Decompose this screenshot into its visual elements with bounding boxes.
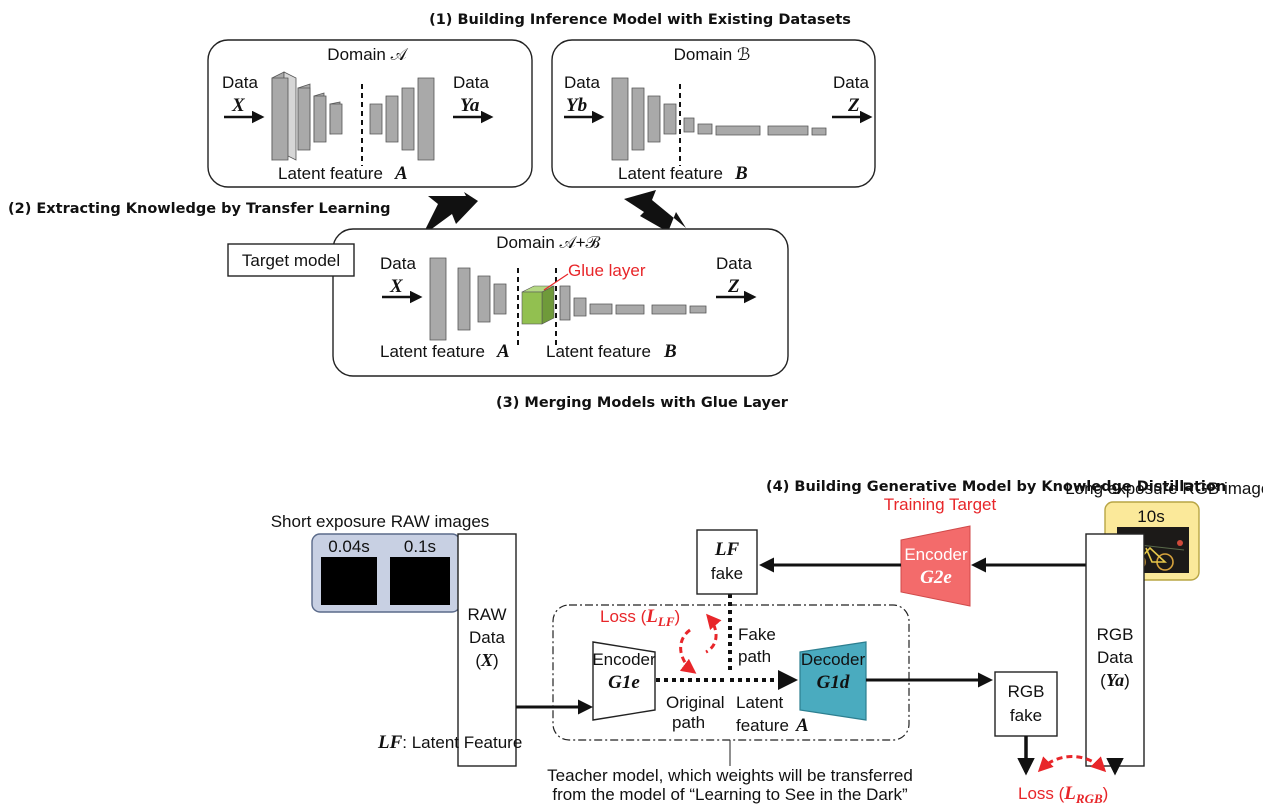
rgb-time: 10s bbox=[1137, 507, 1164, 526]
domain-a-latent-label: Latent feature bbox=[278, 164, 383, 183]
domain-b-title: Domain ℬ bbox=[674, 45, 751, 64]
merged-output-label: Data bbox=[716, 254, 752, 273]
merged-latent-a-label: Latent feature bbox=[380, 342, 485, 361]
domain-b-input-var: Yb bbox=[566, 95, 587, 116]
domain-a-network bbox=[271, 71, 435, 166]
target-model-box bbox=[227, 243, 355, 277]
lf-legend: LF: Latent Feature bbox=[377, 732, 522, 753]
rgb-data-line1: RGB bbox=[1097, 625, 1134, 644]
domain-a-input-var: X bbox=[231, 95, 246, 116]
fake-path-line1: Fake bbox=[738, 625, 776, 644]
decoder-g1d bbox=[799, 641, 867, 721]
merged-title: Domain 𝒜+ℬ bbox=[496, 233, 600, 252]
rgb-data-line2: Data bbox=[1097, 648, 1133, 667]
domain-a-latent-var: A bbox=[394, 163, 408, 184]
domain-b-panel: Domain ℬ Data Yb Data Z Latent feature B bbox=[551, 39, 876, 188]
domain-b-output-label: Data bbox=[833, 73, 869, 92]
loss-rgb-curve bbox=[1037, 755, 1107, 773]
glue-pointer bbox=[543, 273, 569, 291]
rgb-data-var: (Ya) bbox=[1100, 670, 1130, 690]
section2-title: (2) Extracting Knowledge by Transfer Lea… bbox=[8, 201, 391, 217]
domain-a-output-var: Ya bbox=[460, 95, 480, 116]
original-path-line2: path bbox=[672, 713, 705, 732]
raw-image-1 bbox=[321, 557, 377, 605]
merged-latent-a-var: A bbox=[496, 341, 510, 362]
glue-layer-label: Glue layer bbox=[568, 261, 646, 280]
merged-input-var: X bbox=[389, 276, 404, 297]
raw-time-2: 0.1s bbox=[404, 537, 436, 556]
encoder-g1e bbox=[592, 641, 656, 721]
loss-lf-curve bbox=[679, 616, 716, 672]
latent-line2: feature bbox=[736, 716, 789, 735]
merged-panel: Target model Domain 𝒜+ℬ Data X Data Z bbox=[227, 228, 789, 377]
fake-path-line2: path bbox=[738, 647, 771, 666]
teacher-note-line1: Teacher model, which weights will be tra… bbox=[547, 766, 913, 785]
teacher-note-line2: from the model of “Learning to See in th… bbox=[552, 785, 908, 804]
raw-data-var: (X) bbox=[475, 650, 498, 670]
rgb-fake-box bbox=[994, 671, 1058, 737]
merged-output-var: Z bbox=[727, 276, 740, 297]
merge-arrow-right bbox=[624, 190, 686, 232]
latent-var: A bbox=[795, 715, 809, 736]
decoder-g1d-var: G1d bbox=[817, 672, 850, 693]
domain-b-network bbox=[611, 77, 827, 166]
training-target-label: Training Target bbox=[884, 495, 997, 514]
domain-a-output-label: Data bbox=[453, 73, 489, 92]
raw-images-title: Short exposure RAW images bbox=[271, 512, 490, 531]
target-model-label: Target model bbox=[242, 251, 340, 270]
merge-arrow-left bbox=[422, 192, 478, 236]
rgb-images-title: Long exposure RGB images bbox=[1065, 479, 1263, 498]
raw-image-2 bbox=[390, 557, 450, 605]
encoder-g2e-var: G2e bbox=[920, 567, 952, 588]
merged-latent-b-var: B bbox=[663, 341, 677, 362]
merged-network bbox=[429, 257, 707, 346]
latent-line1: Latent bbox=[736, 693, 784, 712]
merged-input-label: Data bbox=[380, 254, 416, 273]
raw-data-line2: Data bbox=[469, 628, 505, 647]
glue-layer-block bbox=[521, 285, 555, 325]
decoder-g1d-label: Decoder bbox=[801, 650, 866, 669]
raw-images-panel: 0.04s 0.1s bbox=[311, 533, 461, 613]
domain-b-latent-var: B bbox=[734, 163, 748, 184]
section3-title: (3) Merging Models with Glue Layer bbox=[496, 395, 789, 411]
raw-data-box bbox=[457, 533, 517, 767]
lf-fake-box bbox=[696, 529, 758, 595]
domain-b-latent-label: Latent feature bbox=[618, 164, 723, 183]
original-path-line1: Original bbox=[666, 693, 725, 712]
raw-time-1: 0.04s bbox=[328, 537, 370, 556]
lf-fake-label: fake bbox=[711, 564, 743, 583]
domain-a-panel: Domain 𝒜 Data X Data Ya Latent feature A bbox=[207, 39, 533, 188]
encoder-g2e bbox=[900, 525, 971, 607]
encoder-g1e-label: Encoder bbox=[592, 650, 656, 669]
domain-a-input-label: Data bbox=[222, 73, 258, 92]
loss-lf: Loss (LLF) bbox=[600, 606, 680, 629]
domain-b-output-var: Z bbox=[847, 95, 860, 116]
section4-title: (4) Building Generative Model by Knowled… bbox=[766, 479, 1226, 495]
rgb-fake-line2: fake bbox=[1010, 706, 1042, 725]
domain-a-title: Domain 𝒜 bbox=[327, 45, 408, 64]
domain-b-input-label: Data bbox=[564, 73, 600, 92]
loss-rgb: Loss (LRGB) bbox=[1018, 783, 1108, 806]
raw-data-line1: RAW bbox=[467, 605, 506, 624]
merged-latent-b-label: Latent feature bbox=[546, 342, 651, 361]
lf-fake-var: LF bbox=[714, 539, 740, 560]
section1-title: (1) Building Inference Model with Existi… bbox=[429, 12, 851, 28]
encoder-g2e-label: Encoder bbox=[904, 545, 968, 564]
encoder-g1e-var: G1e bbox=[608, 672, 640, 693]
rgb-fake-line1: RGB bbox=[1008, 682, 1045, 701]
